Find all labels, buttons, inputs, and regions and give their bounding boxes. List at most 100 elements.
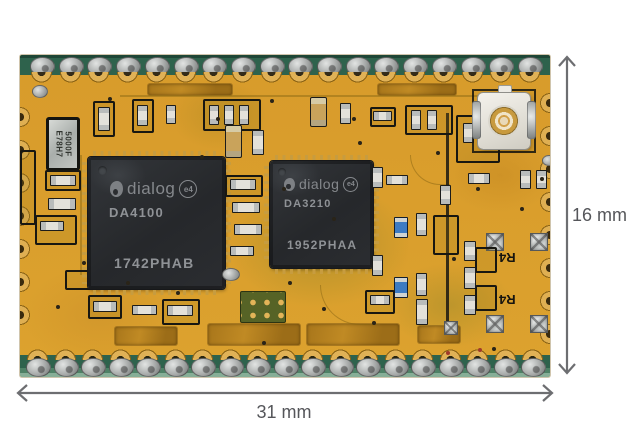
gold-half-ring xyxy=(412,348,433,360)
castellated-pad-right xyxy=(539,291,550,311)
solder-blob xyxy=(356,358,381,377)
silkscreen-box xyxy=(20,150,36,225)
blue-capacitor xyxy=(394,217,408,238)
shield-pad xyxy=(444,321,458,335)
chip-pins-top xyxy=(93,151,220,156)
castellated-pad-left xyxy=(20,305,31,325)
copper-pour xyxy=(307,324,399,345)
pcb-trace xyxy=(80,155,82,275)
gold-half-ring xyxy=(490,72,512,84)
castellated-pad-top xyxy=(374,57,400,85)
castellated-pad-right xyxy=(539,126,550,146)
smd-resistor xyxy=(252,130,264,155)
chip-part-number: DA4100 xyxy=(109,205,164,220)
e4-badge: e4 xyxy=(343,176,359,192)
smd-resistor xyxy=(427,110,437,130)
gold-half-ring xyxy=(145,72,167,84)
gold-half-ring xyxy=(59,72,81,84)
dialog-logo-word: dialog xyxy=(299,176,340,192)
chip-part-number: DA3210 xyxy=(284,198,332,210)
via-dot xyxy=(262,341,266,345)
castellated-pad-bottom xyxy=(466,347,491,377)
gold-half-ring xyxy=(375,72,397,84)
solder-blob xyxy=(53,358,79,377)
castellated-pad-bottom xyxy=(218,347,244,377)
smd-resistor xyxy=(40,221,64,231)
e4-badge: e4 xyxy=(179,180,198,198)
via-dot xyxy=(540,177,544,181)
smd-resistor xyxy=(440,185,451,205)
dialog-logo: dialog e4 xyxy=(110,179,198,199)
chip-da3210: dialog e4 DA3210 1952PHAA xyxy=(264,155,379,274)
castellated-pad-top xyxy=(288,57,314,85)
via-dot xyxy=(176,291,180,295)
silkscreen-r4-lower: R4 xyxy=(499,292,516,307)
pin1-marker xyxy=(278,168,286,176)
castellated-pad-bottom xyxy=(246,347,271,377)
via-dot xyxy=(358,141,362,145)
gold-half-ring xyxy=(518,72,540,84)
gold-half-ring xyxy=(27,348,48,360)
smd-resistor xyxy=(464,295,476,315)
castellated-pad-top xyxy=(431,57,457,85)
pcb-trace xyxy=(120,95,500,97)
castellated-pad-right xyxy=(539,159,550,179)
via-dot xyxy=(126,281,130,285)
castellated-pad-bottom xyxy=(301,347,326,377)
gold-half-ring xyxy=(137,348,158,360)
gold-half-ring xyxy=(260,72,282,84)
connector-solder-left xyxy=(472,101,481,139)
pcb-board-photo: 5000F E78H7 dialog e4 DA4100 1742PHAB xyxy=(20,55,550,377)
solder-blob xyxy=(273,358,299,377)
gold-half-ring xyxy=(219,348,241,360)
via-dot xyxy=(282,187,286,191)
gold-half-ring xyxy=(494,348,516,360)
chip-pins-left xyxy=(264,166,269,263)
dialog-logo: dialog e4 xyxy=(284,176,359,192)
solder-blob xyxy=(466,358,491,377)
castellated-pad-bottom xyxy=(411,347,436,377)
smd-resistor xyxy=(468,173,490,184)
vertical-dimension-arrow xyxy=(558,55,576,375)
castellated-pad-top xyxy=(30,57,55,85)
smd-resistor xyxy=(416,213,427,236)
ufl-center-ring xyxy=(488,105,520,137)
solder-blob xyxy=(81,358,106,377)
solder-blob xyxy=(438,358,464,377)
gold-half-ring xyxy=(522,348,543,360)
shield-pad xyxy=(530,315,548,333)
chip-pins-left xyxy=(82,162,87,284)
solder-blob xyxy=(328,358,354,377)
castellated-pad-left xyxy=(20,272,31,292)
castellated-pad-bottom xyxy=(438,347,464,377)
smd-resistor xyxy=(370,295,390,305)
smd-capacitor xyxy=(225,125,242,158)
pcb-trace xyxy=(410,155,450,185)
gold-half-ring xyxy=(289,72,311,84)
castellated-pad-left xyxy=(20,206,31,226)
smd-resistor xyxy=(340,103,351,124)
castellated-pad-bottom xyxy=(383,347,409,377)
gold-half-ring xyxy=(82,348,103,360)
shield-pad xyxy=(530,233,548,251)
pin1-marker xyxy=(98,166,107,175)
paint-dot xyxy=(446,351,450,355)
chip-pins-top xyxy=(275,155,368,160)
smd-resistor xyxy=(230,179,256,190)
gold-half-ring xyxy=(346,72,368,84)
solder-blob xyxy=(26,358,51,377)
silkscreen-box xyxy=(433,215,459,255)
silkscreen-box xyxy=(475,285,497,311)
castellated-pad-top xyxy=(87,57,113,85)
solder-blob xyxy=(191,358,216,377)
crystal-line1: 5000F xyxy=(63,131,72,157)
blue-capacitor xyxy=(394,277,408,298)
gold-half-ring xyxy=(432,72,454,84)
width-dimension-label: 31 mm xyxy=(256,402,312,422)
via-dot xyxy=(288,281,292,285)
castellated-pad-bottom xyxy=(493,347,519,377)
chip-pins-bottom xyxy=(275,269,368,274)
solder-blob xyxy=(542,155,550,166)
smd-resistor xyxy=(48,198,76,210)
castellated-pad-right xyxy=(539,192,550,212)
